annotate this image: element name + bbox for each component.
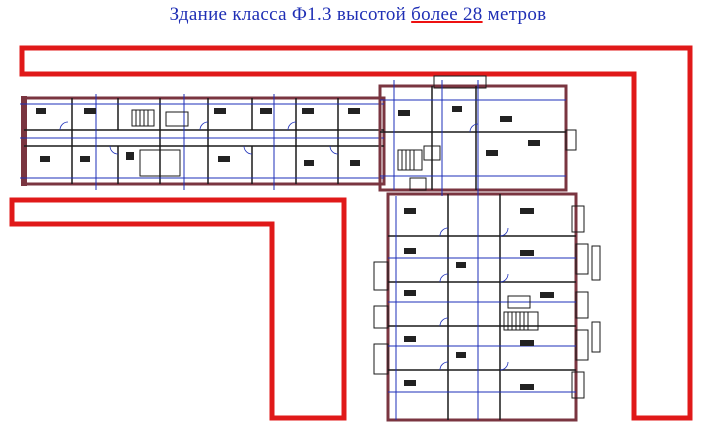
fire-lane-inner-l [9, 197, 347, 421]
horizontal-wing [20, 94, 386, 190]
diagram-title: Здание класса Ф1.3 высотой более 28 метр… [0, 4, 716, 30]
title-text-highlight: более 28 [411, 4, 483, 25]
title-text-before: Здание класса Ф1.3 высотой [169, 4, 412, 25]
title-text-after: метров [482, 4, 547, 25]
fire-lane-outer-l [19, 45, 693, 421]
vertical-wing [373, 75, 601, 422]
